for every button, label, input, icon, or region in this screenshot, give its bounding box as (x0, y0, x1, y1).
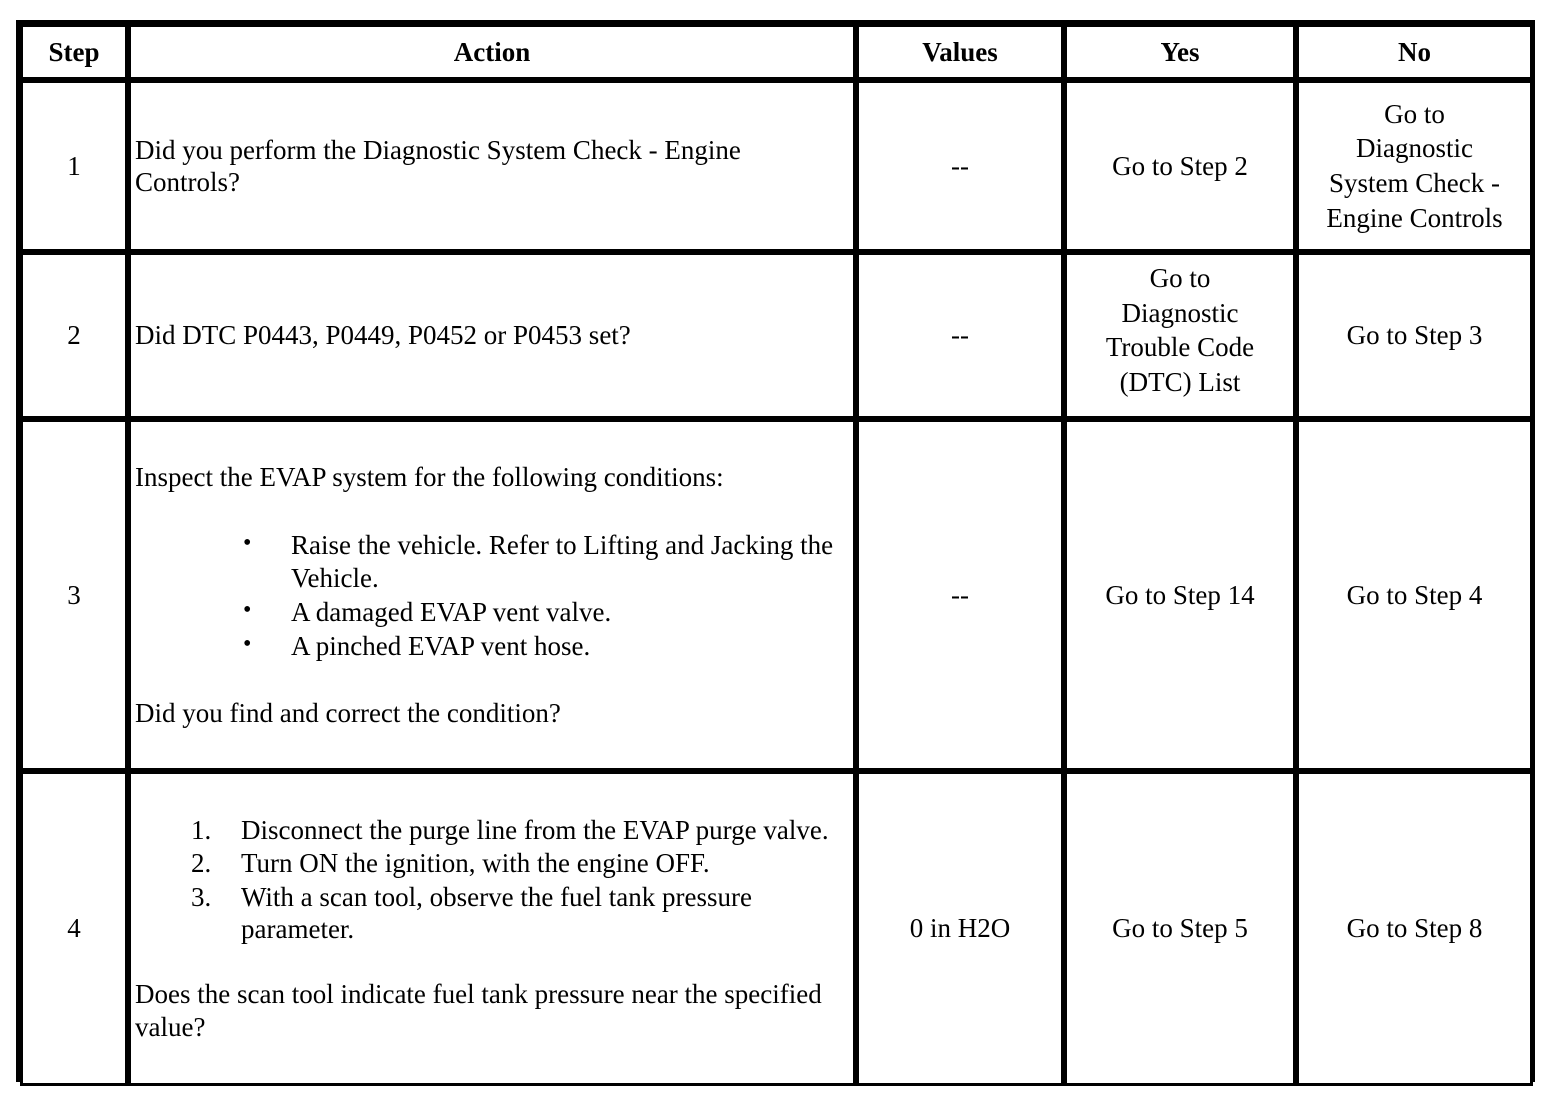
values-cell: -- (856, 252, 1064, 419)
yes-cell: Go to Step 5 (1064, 771, 1296, 1086)
values-cell: -- (856, 80, 1064, 252)
action-intro-text: Inspect the EVAP system for the followin… (135, 461, 724, 492)
spacer (135, 946, 849, 978)
action-intro-text: Did DTC P0443, P0449, P0452 or P0453 set… (135, 320, 631, 351)
yes-text: Go to Step 14 (1105, 579, 1255, 610)
table-header: Step Action Values Yes No (20, 24, 1533, 80)
list-item: Disconnect the purge line from the EVAP … (191, 814, 829, 847)
values-cell: -- (856, 419, 1064, 771)
list-item: With a scan tool, observe the fuel tank … (191, 881, 752, 944)
action-intro-text: Did you perform the Diagnostic System Ch… (135, 134, 741, 197)
action-cell: Disconnect the purge line from the EVAP … (128, 771, 856, 1086)
table-row: 1 Did you perform the Diagnostic System … (20, 80, 1533, 252)
action-bullet-list: Raise the vehicle. Refer to Lifting and … (135, 528, 849, 663)
list-item: Raise the vehicle. Refer to Lifting and … (243, 528, 849, 594)
no-text: Go to Step 8 (1346, 913, 1483, 944)
action-outro-text: Does the scan tool indicate fuel tank pr… (135, 979, 822, 1042)
table-body: 1 Did you perform the Diagnostic System … (20, 80, 1533, 1086)
step-number: 3 (20, 419, 128, 771)
spacer (135, 493, 849, 529)
column-header-action: Action (128, 24, 856, 80)
no-cell: Go to Step 8 (1296, 771, 1533, 1086)
diagnostic-table-frame: Step Action Values Yes No 1 Did you perf… (16, 20, 1535, 1086)
step-number: 4 (20, 771, 128, 1086)
header-row: Step Action Values Yes No (20, 24, 1533, 80)
list-item: A pinched EVAP vent hose. (243, 629, 849, 662)
yes-text: Go to Step 2 (1112, 150, 1248, 181)
list-item: Turn ON the ignition, with the engine OF… (191, 847, 710, 880)
list-item: A damaged EVAP vent valve. (243, 595, 849, 628)
column-header-no: No (1296, 24, 1533, 80)
action-cell: Did DTC P0443, P0449, P0452 or P0453 set… (128, 252, 856, 419)
action-numbered-list: Disconnect the purge line from the EVAP … (135, 814, 849, 946)
no-text: Go to Step 4 (1346, 579, 1483, 610)
action-cell: Inspect the EVAP system for the followin… (128, 419, 856, 771)
action-cell: Did you perform the Diagnostic System Ch… (128, 80, 856, 252)
table-row: 3 Inspect the EVAP system for the follow… (20, 419, 1533, 771)
no-cell: Go to Step 3 (1296, 252, 1533, 419)
yes-cell: Go to Diagnostic Trouble Code (DTC) List (1064, 252, 1296, 419)
yes-cell: Go to Step 14 (1064, 419, 1296, 771)
no-cell: Go to Diagnostic System Check - Engine C… (1296, 80, 1533, 252)
column-header-step: Step (20, 24, 128, 80)
diagnostic-table: Step Action Values Yes No 1 Did you perf… (20, 24, 1533, 1086)
no-text: Go to Step 3 (1346, 320, 1483, 351)
table-row: 4 Disconnect the purge line from the EVA… (20, 771, 1533, 1086)
yes-text: Go to Step 5 (1112, 913, 1248, 944)
no-text: Go to Diagnostic System Check - Engine C… (1326, 98, 1503, 233)
no-cell: Go to Step 4 (1296, 419, 1533, 771)
table-row: 2 Did DTC P0443, P0449, P0452 or P0453 s… (20, 252, 1533, 419)
column-header-values: Values (856, 24, 1064, 80)
step-number: 2 (20, 252, 128, 419)
action-outro-text: Did you find and correct the condition? (135, 697, 561, 728)
spacer (135, 665, 849, 697)
yes-cell: Go to Step 2 (1064, 80, 1296, 252)
column-header-yes: Yes (1064, 24, 1296, 80)
values-cell: 0 in H2O (856, 771, 1064, 1086)
yes-text: Go to Diagnostic Trouble Code (DTC) List (1105, 263, 1255, 397)
step-number: 1 (20, 80, 128, 252)
